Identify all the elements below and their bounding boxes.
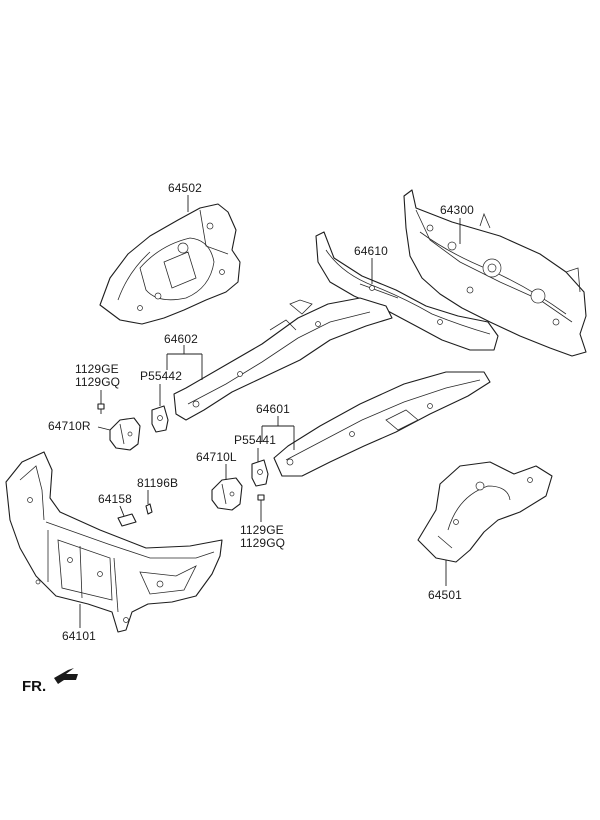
part-64710r-extension bbox=[109, 417, 141, 451]
label-64101: 64101 bbox=[62, 629, 96, 643]
label-64158: 64158 bbox=[98, 492, 132, 506]
bolt-1129-upper bbox=[97, 403, 105, 414]
part-p55442-bracket bbox=[151, 405, 169, 433]
part-64101-front-carrier bbox=[5, 451, 223, 633]
part-p55441-bracket bbox=[251, 459, 269, 487]
label-p55441: P55441 bbox=[234, 433, 276, 447]
part-64610-cowl-member bbox=[315, 231, 499, 351]
label-1129ge-lower: 1129GE bbox=[240, 523, 284, 537]
label-64501: 64501 bbox=[428, 588, 462, 602]
label-64710r: 64710R bbox=[48, 419, 91, 433]
part-64158-clip bbox=[117, 513, 137, 527]
part-64300-dash-panel bbox=[403, 189, 587, 357]
label-64601: 64601 bbox=[256, 402, 290, 416]
part-64602-side-member-rh bbox=[173, 297, 393, 421]
label-64502: 64502 bbox=[168, 181, 202, 195]
label-64710l: 64710L bbox=[196, 450, 237, 464]
part-64601-side-member-lh bbox=[273, 371, 491, 477]
bolt-1129-lower bbox=[257, 494, 265, 505]
part-81196b-hook bbox=[145, 503, 153, 515]
label-p55442: P55442 bbox=[140, 369, 182, 383]
part-64710l-extension bbox=[211, 477, 243, 511]
front-direction-arrow-icon bbox=[54, 668, 78, 684]
leader-lines bbox=[79, 195, 461, 628]
label-1129gq-lower: 1129GQ bbox=[240, 536, 286, 550]
label-1129gq-upper: 1129GQ bbox=[75, 375, 121, 389]
label-1129ge-upper: 1129GE bbox=[75, 362, 119, 376]
label-64610: 64610 bbox=[354, 244, 388, 258]
label-64300: 64300 bbox=[440, 203, 474, 217]
part-64501-wheelhouse-panel-lh bbox=[417, 461, 553, 563]
label-81196b: 81196B bbox=[137, 476, 179, 490]
label-64602: 64602 bbox=[164, 332, 198, 346]
part-64502-wheelhouse-panel bbox=[99, 203, 241, 325]
front-direction-label: FR. bbox=[22, 678, 47, 695]
